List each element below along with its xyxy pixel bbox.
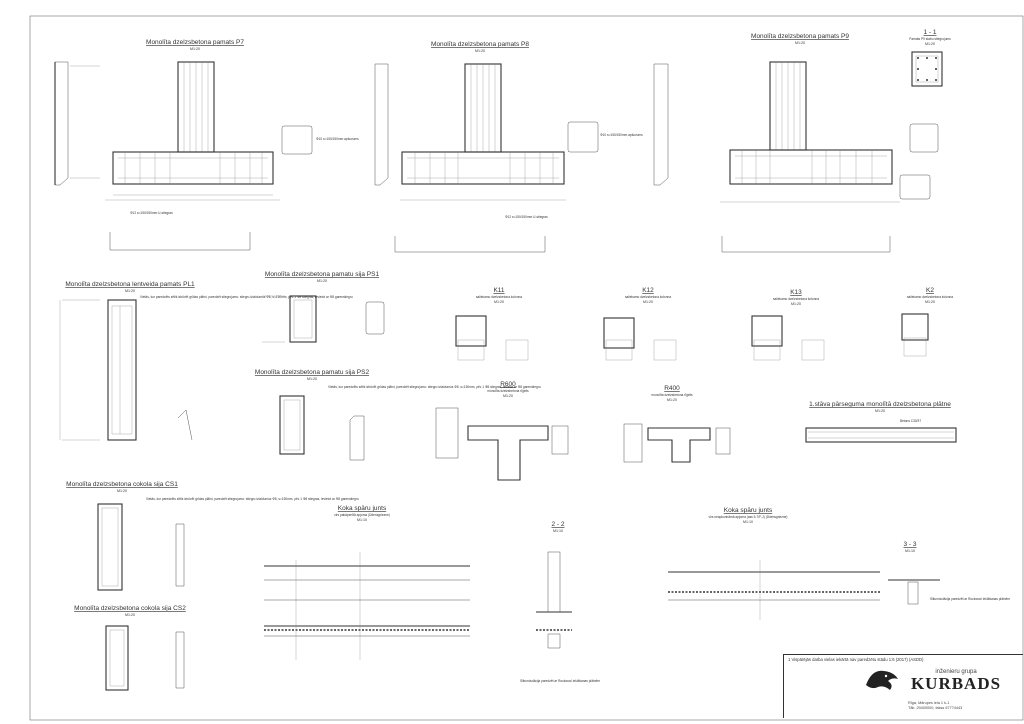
section-11-scale: M1:20 bbox=[925, 42, 935, 46]
address-line-1: Rīga, Mārupes iela 1 k-1 bbox=[908, 701, 950, 705]
cs2-scale: M1:20 bbox=[125, 613, 135, 617]
timber-roof-joint-2-drawing: Koka spāru junts virs neapkurināmā apjom… bbox=[668, 507, 880, 620]
cs1-title: Monolīta dzelzsbetona cokola sija CS1 bbox=[66, 481, 178, 488]
r400-title: R400 bbox=[664, 385, 680, 392]
sheet-frame bbox=[29, 15, 1024, 721]
section-33-note: Siltumizolācija paredzēt ar Rockwool iek… bbox=[930, 597, 1010, 601]
p7-bottom-label: Φ12 s=150/150mm U-stiegras bbox=[130, 211, 173, 215]
company-block: inženieru grupa KURBADS bbox=[892, 669, 1020, 693]
koka1-subtitle: virs pakāpenītā apjoma (Ūdensgriezne) bbox=[334, 513, 390, 517]
beam-r400-drawing: R400 monolīta dzelzsbetona rīģelis M1:20 bbox=[623, 385, 731, 463]
slab-title: 1.stāva pārseguma monolītā dzelzsbetona … bbox=[809, 401, 951, 408]
cs1-note: Vietās, kur paredzēts sētik izbūvēt grīd… bbox=[146, 497, 359, 501]
slab-drawing: 1.stāva pārseguma monolītā dzelzsbetona … bbox=[805, 401, 957, 443]
p8-stirrup-label: Φ10 s=150/150mm apšuvums bbox=[600, 133, 643, 137]
k11-scale: M1:20 bbox=[494, 300, 504, 304]
section-22-title: 2 - 2 bbox=[551, 521, 564, 528]
p7-title: Monolīta dzelzsbetona pamats P7 bbox=[146, 39, 244, 46]
r400-scale: M1:20 bbox=[667, 398, 677, 402]
pl1-note: Vietās, kur paredzēts sētik izbūvēt grīd… bbox=[140, 295, 353, 299]
ps2-note: Vietās, kur paredzēts sētik izbūvēt grīd… bbox=[328, 385, 541, 389]
section-22-note: Siltumizolācija paredzēt ar Rockwool iek… bbox=[520, 679, 600, 683]
koka2-scale: M1:10 bbox=[743, 520, 753, 524]
plinth-beam-cs1-drawing: Monolīta dzelzsbetona cokola sija CS1 M1… bbox=[66, 481, 359, 591]
k2-subtitle: saliekamo dzelzsbetona kolonna bbox=[907, 295, 953, 299]
column-k12-drawing: K12 saliekamo dzelzsbetona kolonna M1:20 bbox=[603, 287, 677, 361]
ps1-title: Monolīta dzelzsbetona pamatu sija PS1 bbox=[265, 271, 380, 278]
foundation-p9-drawing: Monolīta dzelzsbetona pamats P9 M1:20 bbox=[653, 33, 939, 253]
section-33-title: 3 - 3 bbox=[903, 541, 916, 548]
k12-scale: M1:20 bbox=[643, 300, 653, 304]
address-line-2: Tālr. 29400000, fakss 67774443 bbox=[908, 706, 963, 710]
section-11-subtitle: Pamats P9 stabu stiegrojums bbox=[909, 37, 951, 41]
pl1-scale: M1:20 bbox=[125, 289, 135, 293]
k2-scale: M1:20 bbox=[925, 300, 935, 304]
k2-title: K2 bbox=[926, 287, 934, 294]
k13-scale: M1:20 bbox=[791, 302, 801, 306]
foundation-beam-ps2-drawing: Monolīta dzelzsbetona pamatu sija PS2 M1… bbox=[255, 369, 541, 461]
p9-title: Monolīta dzelzsbetona pamats P9 bbox=[751, 33, 849, 40]
foundation-p8-drawing: Monolīta dzelzsbetona pamats P8 M1:20 Φ1… bbox=[374, 41, 643, 253]
column-k2-drawing: K2 saliekamo dzelzsbetona kolonna M1:20 bbox=[901, 287, 953, 357]
beam-r600-drawing: R600 monolīta dzelzsbetona rīģelis M1:20 bbox=[435, 381, 569, 481]
timber-roof-joint-1-drawing: Koka spāru junts virs pakāpenītā apjoma … bbox=[264, 505, 470, 660]
cs2-title: Monolīta dzelzsbetona cokola sija CS2 bbox=[74, 605, 186, 612]
ps2-scale: M1:20 bbox=[307, 377, 317, 381]
column-k11-drawing: K11 saliekamo dzelzsbetona kolonna M1:20 bbox=[455, 287, 529, 361]
foundation-p7-drawing: Monolīta dzelzsbetona pamats P7 M1:20 Φ1… bbox=[54, 39, 359, 251]
koka1-title: Koka spāru junts bbox=[338, 505, 387, 512]
koka2-subtitle: virs neapkurināmā apjoma (ass 5-7/F-J) (… bbox=[708, 515, 787, 519]
plinth-beam-cs2-drawing: Monolīta dzelzsbetona cokola sija CS2 M1… bbox=[74, 605, 186, 691]
section-3-3-drawing: 3 - 3 M1:10 Siltumizolācija paredzēt ar … bbox=[888, 541, 1010, 605]
slab-scale: M1:20 bbox=[875, 409, 885, 413]
k13-title: K13 bbox=[790, 289, 802, 296]
p8-scale: M1:20 bbox=[475, 49, 485, 53]
p7-stirrup-label: Φ10 s=150/150mm apšuvums bbox=[316, 137, 359, 141]
r400-subtitle: monolīta dzelzsbetona rīģelis bbox=[651, 392, 693, 397]
ps1-scale: M1:20 bbox=[317, 279, 327, 283]
pl1-title: Monolīta dzelzsbetona lentveida pamats P… bbox=[65, 281, 195, 288]
p8-title: Monolīta dzelzsbetona pamats P8 bbox=[431, 41, 529, 48]
k12-title: K12 bbox=[642, 287, 654, 294]
section-22-scale: M1:10 bbox=[553, 529, 563, 533]
r600-subtitle: monolīta dzelzsbetona rīģelis bbox=[487, 388, 529, 393]
company-name: KURBADS bbox=[910, 674, 1002, 693]
strip-foundation-pl1-drawing: Monolīta dzelzsbetona lentveida pamats P… bbox=[59, 281, 353, 441]
p8-top-label: Φ12 s=150/150mm U-stiegras bbox=[505, 215, 548, 219]
koka2-title: Koka spāru junts bbox=[724, 507, 773, 514]
p7-scale: M1:20 bbox=[190, 47, 200, 51]
column-k13-drawing: K13 saliekamo dzelzsbetona kolonna M1:20 bbox=[751, 289, 825, 361]
p9-scale: M1:20 bbox=[795, 41, 805, 45]
section-11-title: 1 - 1 bbox=[923, 29, 936, 36]
k11-title: K11 bbox=[493, 287, 504, 294]
k13-subtitle: saliekamo dzelzsbetona kolonna bbox=[773, 297, 819, 301]
section-1-1-drawing: 1 - 1 Pamats P9 stabu stiegrojums M1:20 bbox=[909, 29, 951, 87]
k11-subtitle: saliekamo dzelzsbetona kolonna bbox=[476, 295, 522, 299]
k12-subtitle: saliekamo dzelzsbetona kolonna bbox=[625, 295, 671, 299]
ps2-title: Monolīta dzelzsbetona pamatu sija PS2 bbox=[255, 369, 370, 376]
title-block-note: 1 Vispārējās darba vielas iekārtā nav pa… bbox=[788, 657, 924, 662]
title-block: 1 Vispārējās darba vielas iekārtā nav pa… bbox=[783, 654, 1023, 718]
slab-concrete-label: Betons C30/37 bbox=[900, 419, 921, 423]
r600-title: R600 bbox=[500, 381, 516, 388]
koka1-scale: M1:10 bbox=[357, 518, 367, 522]
foundation-beam-ps1-drawing: Monolīta dzelzsbetona pamatu sija PS1 M1… bbox=[262, 271, 385, 343]
section-33-scale: M1:10 bbox=[905, 549, 915, 553]
company-subtitle: inženieru grupa bbox=[935, 669, 977, 675]
company-address: Rīga, Mārupes iela 1 k-1 Tālr. 29400000,… bbox=[908, 701, 962, 711]
r600-scale: M1:20 bbox=[503, 394, 513, 398]
cs1-scale: M1:20 bbox=[117, 489, 127, 493]
dragon-logo-icon bbox=[866, 670, 898, 690]
section-2-2-drawing: 2 - 2 M1:10 Siltumizolācija paredzēt ar … bbox=[520, 521, 600, 683]
